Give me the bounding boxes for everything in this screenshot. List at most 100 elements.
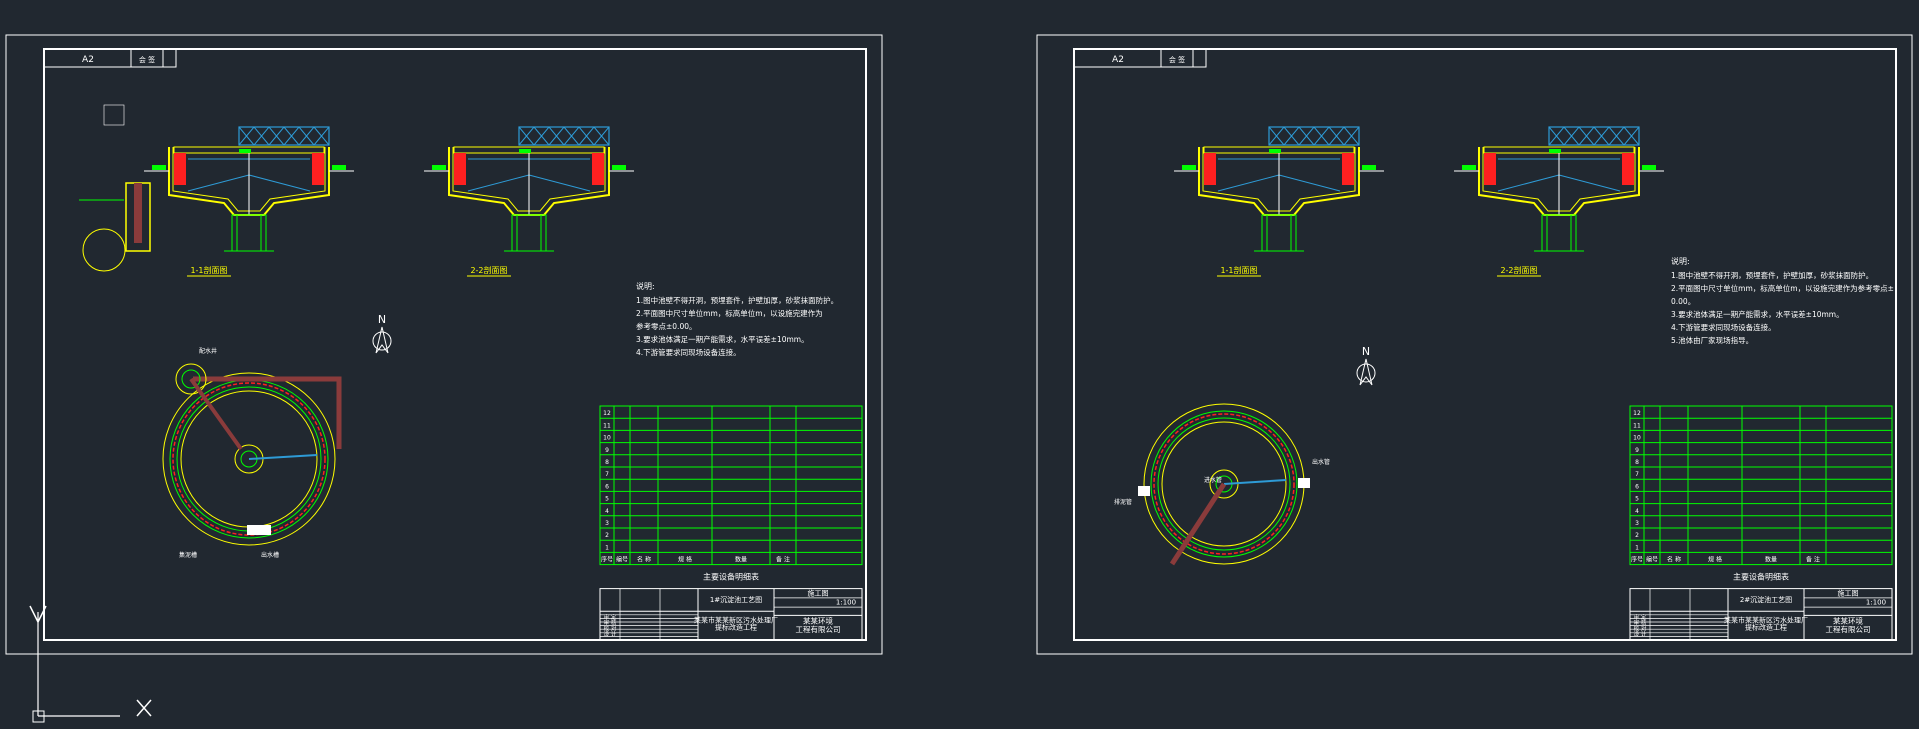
scraper-arm	[1558, 174, 1621, 192]
row-number: 11	[603, 422, 611, 429]
ucs-x-label	[136, 699, 152, 717]
design-notes: 说明:1.图中池壁不得开洞，预埋套件，护壁加厚，砂浆抹面防护。2.平面图中尺寸单…	[636, 281, 838, 357]
notes-title: 说明:	[1671, 256, 1690, 266]
row-number: 12	[603, 410, 611, 417]
section-1-1-view: 1-1剖面图	[1174, 126, 1384, 277]
countersign-label: 会 签	[1169, 55, 1185, 64]
signature-row: 审 定	[1634, 613, 1647, 621]
north-label: N	[378, 313, 386, 326]
row-number: 7	[1635, 471, 1639, 478]
bridge-truss	[1548, 126, 1640, 146]
bridge-truss	[518, 126, 610, 146]
table-frame	[599, 405, 863, 566]
note-line: 0.00。	[1671, 297, 1695, 306]
truss-diagonal	[1608, 126, 1625, 146]
drawing-scale: 1:100	[836, 599, 856, 607]
elevation-mark	[152, 165, 166, 170]
bridge-truss	[238, 126, 330, 146]
row-number: 4	[605, 508, 609, 515]
plan-launder	[1153, 413, 1295, 555]
row-number: 2	[605, 532, 609, 539]
truss-diagonal	[1623, 126, 1640, 146]
elevation-mark	[612, 165, 626, 170]
inlet-pipe	[134, 183, 142, 243]
elevation-mark	[432, 165, 446, 170]
leader-label	[103, 104, 125, 126]
tag-box	[1073, 48, 1207, 68]
note-line: 4.下游管要求同现场设备连接。	[1671, 322, 1776, 332]
row-number: 3	[1635, 520, 1639, 527]
signature-row: 设 计	[1634, 630, 1647, 638]
outlet-box	[1298, 478, 1310, 488]
section-caption: 1-1剖面图	[190, 265, 227, 275]
row-number: 9	[1635, 447, 1639, 454]
elevation-mark	[1182, 165, 1196, 170]
title-block: 1#沉淀池工艺图施工图1:100某某市某某新区污水处理厂提标改造工程某某环境工程…	[599, 588, 863, 641]
launder-left	[174, 153, 186, 185]
section-1-1-view: 1-1剖面图	[79, 104, 354, 277]
row-number: 10	[603, 435, 611, 442]
elevation-mark	[519, 149, 531, 153]
elevation-mark	[239, 149, 251, 153]
company-name-line2: 工程有限公司	[796, 624, 841, 634]
table-header-cell: 编号	[616, 556, 628, 564]
elevation-mark	[1642, 165, 1656, 170]
table-header-cell: 数量	[735, 556, 747, 564]
row-number: 10	[1633, 435, 1641, 442]
truss-diagonal	[298, 126, 315, 146]
table-header-cell: 名 称	[1667, 556, 1681, 564]
drawing-name: 1#沉淀池工艺图	[710, 595, 762, 604]
equipment-table: 121110987654321序号编号名 称规 格数量备 注主要设备明细表	[599, 405, 863, 582]
scraper-arm	[1497, 174, 1560, 192]
title-block-frame	[1629, 588, 1893, 641]
launder-left	[1484, 153, 1496, 185]
section-caption: 2-2剖面图	[1500, 265, 1537, 275]
note-line: 参考零点±0.00。	[636, 321, 696, 331]
plan-ring	[1150, 410, 1298, 558]
sludge-pit	[247, 525, 271, 535]
scraper-arm	[1217, 174, 1280, 192]
table-header-cell: 备 注	[776, 556, 790, 564]
row-number: 8	[605, 459, 609, 466]
note-line: 1.图中池壁不得开洞，预埋套件，护壁加厚，砂浆抹面防护。	[636, 295, 838, 305]
section-caption: 2-2剖面图	[470, 265, 507, 275]
row-number: 8	[1635, 459, 1639, 466]
scraper-arm	[528, 174, 591, 192]
row-number: 5	[605, 496, 609, 503]
truss-diagonal	[1283, 126, 1300, 146]
north-pointer	[1359, 358, 1373, 386]
note-line: 4.下游管要求同现场设备连接。	[636, 347, 741, 357]
plan-label: 出水槽	[261, 551, 279, 559]
countersign-label: 会 签	[139, 55, 155, 64]
drawing-name: 2#沉淀池工艺图	[1740, 595, 1792, 604]
company-name: 某某环境	[803, 616, 833, 626]
design-phase: 施工图	[1838, 588, 1859, 597]
table-header-cell: 备 注	[1806, 556, 1820, 564]
table-header-cell: 编号	[1646, 556, 1658, 564]
plan-launder	[172, 382, 326, 536]
truss-diagonal	[548, 126, 565, 146]
row-number: 9	[605, 447, 609, 454]
sludge-pipe-plan	[1169, 482, 1227, 566]
north-label: N	[1362, 345, 1370, 358]
sheet-inner-border	[43, 48, 867, 641]
truss-diagonal	[1268, 126, 1285, 146]
notes-title: 说明:	[636, 281, 655, 291]
row-number: 1	[605, 544, 609, 551]
table-header-cell: 规 格	[1708, 556, 1722, 564]
project-name-line2: 提标改造工程	[715, 623, 757, 632]
truss-diagonal	[1578, 126, 1595, 146]
truss-diagonal	[283, 126, 300, 146]
north-arrow-icon: N	[1356, 345, 1376, 386]
row-number: 7	[605, 471, 609, 478]
row-number: 2	[1635, 532, 1639, 539]
title-block-frame	[599, 588, 863, 641]
truss-diagonal	[1548, 126, 1565, 146]
truss-diagonal	[238, 126, 255, 146]
sheet-size-tag: A2	[82, 55, 94, 65]
plan-label: 集泥槽	[179, 551, 197, 559]
